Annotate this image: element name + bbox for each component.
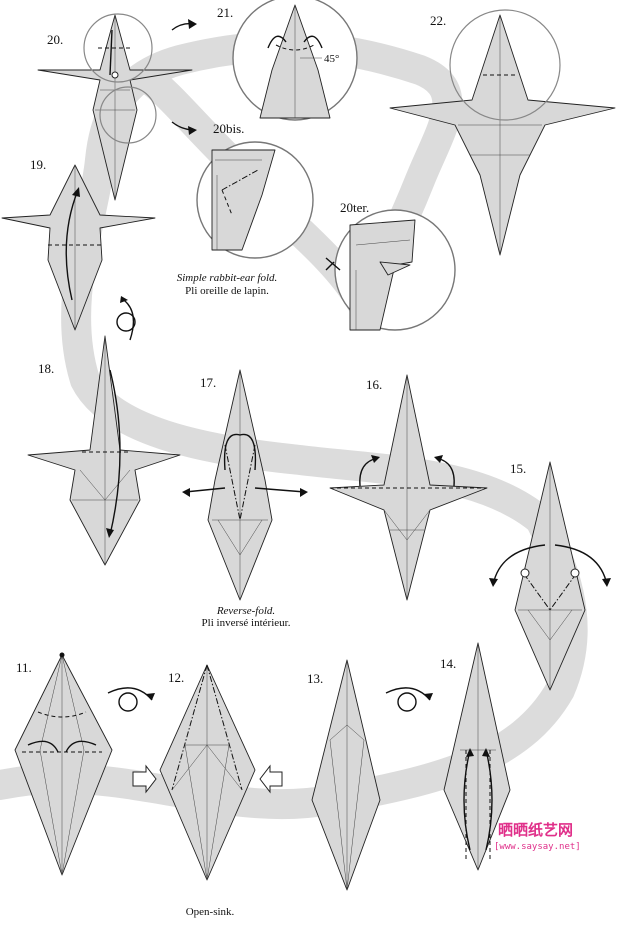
watermark-url: [www.saysay.net] xyxy=(494,842,581,852)
step-13-figure xyxy=(311,659,381,891)
turn-over-symbol-3 xyxy=(116,296,136,341)
step-label-17: 17. xyxy=(200,375,216,390)
step-label-13: 13. xyxy=(307,671,323,686)
step-label-21: 21. xyxy=(217,5,233,20)
right-arrows xyxy=(171,19,197,135)
step-12-figure xyxy=(159,664,256,881)
step-17-figure xyxy=(182,369,308,601)
step-label-22: 22. xyxy=(430,13,446,28)
caption-reverse-fold-en: Reverse-fold. xyxy=(216,605,275,617)
caption-open-sink: Open-sink. xyxy=(186,906,235,918)
step-label-11: 11. xyxy=(16,660,32,675)
push-arrows xyxy=(132,764,283,794)
angle-label: 45° xyxy=(324,53,339,65)
turn-over-symbol-2 xyxy=(385,687,433,712)
step-label-14: 14. xyxy=(440,656,456,671)
turn-over-symbol xyxy=(107,687,155,712)
step-11-figure xyxy=(14,652,113,876)
step-label-15: 15. xyxy=(510,461,526,476)
step-label-20: 20. xyxy=(47,32,63,47)
step-21-zoom: 45° xyxy=(232,0,358,121)
step-22-figure xyxy=(389,9,616,256)
step-19-figure xyxy=(1,164,156,331)
step-label-16: 16. xyxy=(366,377,382,392)
step-15-figure xyxy=(489,461,611,691)
caption-rabbit-ear-fr: Pli oreille de lapin. xyxy=(185,285,269,297)
caption-reverse-fold-fr: Pli inversé intérieur. xyxy=(202,617,291,629)
step-label-20bis: 20bis. xyxy=(213,121,244,136)
step-20-figure xyxy=(37,13,193,201)
watermark-logo: 晒晒纸艺网 xyxy=(498,821,573,839)
step-20bis-zoom xyxy=(196,141,314,259)
step-label-20ter: 20ter. xyxy=(340,200,369,215)
step-label-12: 12. xyxy=(168,670,184,685)
step-14-figure xyxy=(443,642,511,871)
step-label-19: 19. xyxy=(30,157,46,172)
step-label-18: 18. xyxy=(38,361,54,376)
caption-rabbit-ear-en: Simple rabbit-ear fold. xyxy=(177,272,278,284)
step-20ter-zoom xyxy=(325,209,456,331)
step-18-figure xyxy=(27,335,181,566)
step-16-figure xyxy=(329,374,488,601)
